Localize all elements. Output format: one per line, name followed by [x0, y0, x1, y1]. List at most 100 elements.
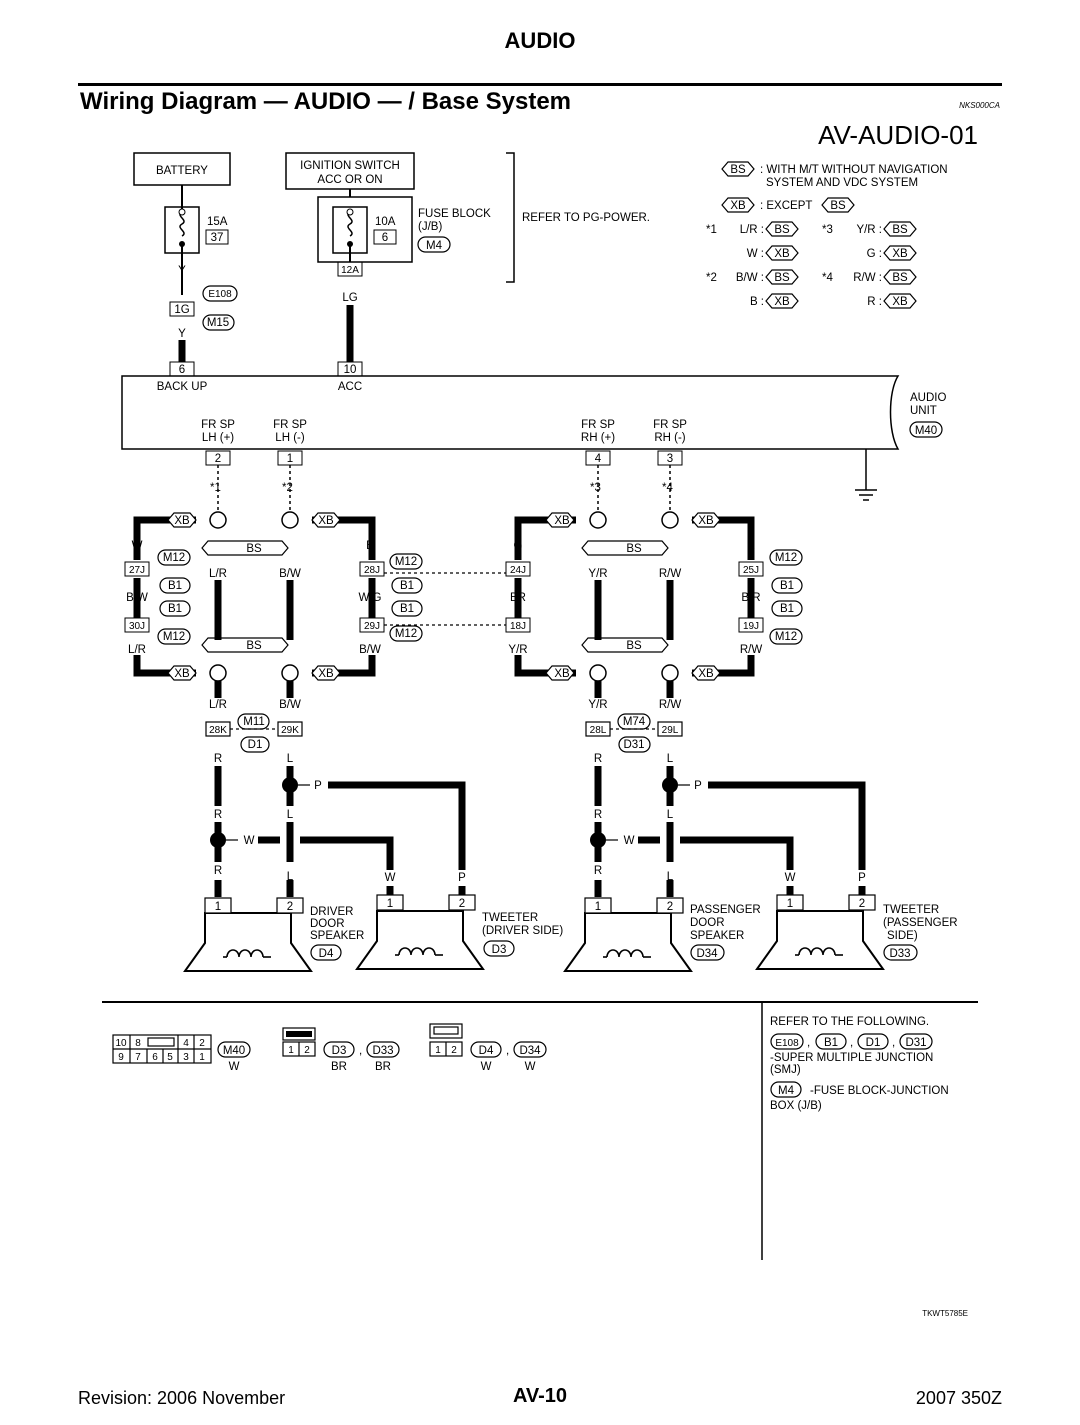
fuse-6-number: 6 — [382, 232, 388, 244]
m40-pin-5: 5 — [167, 1052, 173, 1063]
bs-tag-l1: BS — [246, 543, 262, 555]
m12-tag-l1: M12 — [163, 552, 185, 564]
fr-sp-rh-plus-2: RH (+) — [581, 432, 615, 444]
legend-except: : EXCEPT — [760, 200, 812, 212]
d4-comma: , — [506, 1045, 509, 1057]
xb-tag-l2: XB — [318, 515, 334, 527]
legend-n4: *4 — [822, 272, 833, 284]
m40-connector-face — [112, 1034, 212, 1064]
legend-n3-bs: BS — [892, 224, 908, 236]
header-rule — [78, 83, 1002, 86]
refer-m4: M4 — [778, 1085, 795, 1097]
d1-tag: D1 — [248, 739, 263, 751]
wire-lr-l2: L/R — [128, 644, 146, 656]
pin-1: 1 — [287, 453, 293, 465]
legend-except-bs: BS — [830, 200, 846, 212]
conn-29k: 29K — [281, 725, 299, 736]
driver-door-speaker-icon — [184, 912, 312, 972]
wire-r-r3: R — [594, 865, 602, 877]
refer-smj-1: -SUPER MULTIPLE JUNCTION — [770, 1052, 933, 1064]
legend-n4-b: R : — [867, 296, 882, 308]
wire-b-r: B/R — [741, 592, 760, 604]
m15-tag: M15 — [207, 317, 229, 329]
wire-p-r2: P — [858, 872, 866, 884]
d4-conn-tag: D4 — [479, 1045, 494, 1057]
option-legend: BS : WITH M/T WITHOUT NAVIGATION SYSTEM … — [706, 161, 948, 309]
spk-d34-pin1: 1 — [595, 901, 601, 913]
b1-tag-r1: B1 — [780, 580, 794, 592]
battery-label: BATTERY — [156, 165, 208, 177]
ignition-label-2: ACC OR ON — [317, 174, 382, 186]
wire-r: R — [747, 540, 755, 552]
refer-d31: D31 — [905, 1037, 926, 1049]
tweeter-passenger-label-2: (PASSENGER — [883, 917, 958, 929]
refer-comma-1: , — [807, 1037, 810, 1049]
m40-pin-2: 2 — [199, 1038, 205, 1049]
refer-b1: B1 — [824, 1037, 838, 1049]
wire-yr-r1: Y/R — [588, 568, 607, 580]
wire-b: B — [366, 540, 374, 552]
conn-29j: 29J — [364, 621, 380, 632]
legend-bs-tag: BS — [730, 164, 746, 176]
option-star-1: *1 — [210, 482, 221, 494]
d34-color: W — [525, 1061, 536, 1073]
xb-tag-r1: XB — [554, 515, 570, 527]
xb-tag-l4: XB — [318, 668, 334, 680]
m40-pin-4: 4 — [183, 1038, 189, 1049]
audio-unit-label-2: UNIT — [910, 405, 937, 417]
spk-d4-pin1: 1 — [215, 901, 221, 913]
refer-following: REFER TO THE FOLLOWING. — [770, 1016, 929, 1028]
fr-sp-lh-plus-1: FR SP — [201, 419, 235, 431]
wire-w-l1: W — [244, 835, 255, 847]
fr-sp-lh-plus-2: LH (+) — [202, 432, 234, 444]
b1-tag-l2: B1 — [168, 603, 182, 615]
spk-d4-pin2: 2 — [287, 901, 293, 913]
driver-label-3: SPEAKER — [310, 930, 364, 942]
d3-color: BR — [331, 1061, 347, 1073]
conn-24j: 24J — [510, 565, 526, 576]
wire-l-r2: L — [667, 809, 674, 821]
wire-l-l3: L — [287, 871, 294, 883]
wire-bw-l4: B/W — [279, 699, 301, 711]
backup-label: BACK UP — [157, 381, 208, 393]
legend-n2: *2 — [706, 272, 717, 284]
spk-d33-pin2: 2 — [859, 898, 865, 910]
wire-bw-l1: B/W — [279, 568, 301, 580]
wire-lr-l3: L/R — [209, 699, 227, 711]
wire-rw-r3: R/W — [659, 699, 682, 711]
refer-jb-2: BOX (J/B) — [770, 1100, 822, 1112]
section-header: AUDIO — [504, 28, 576, 53]
wire-yr-r3: Y/R — [588, 699, 607, 711]
conn-18j: 18J — [510, 621, 526, 632]
b1-tag-r2: B1 — [780, 603, 794, 615]
legend-n3-a: Y/R : — [856, 224, 882, 236]
d4-d34-connector-face — [429, 1023, 463, 1057]
d3-pin-1: 1 — [288, 1045, 294, 1056]
audio-unit-box — [121, 375, 900, 450]
d31-tag: D31 — [623, 739, 644, 751]
m12-tag-r2: M12 — [775, 631, 797, 643]
legend-n1: *1 — [706, 224, 717, 236]
m12-tag-l2: M12 — [163, 631, 185, 643]
spk-d3-pin2: 2 — [459, 898, 465, 910]
m4-tag: M4 — [426, 240, 443, 252]
xb-tag-r4: XB — [698, 668, 714, 680]
b1-tag-l1: B1 — [168, 580, 182, 592]
footer-page: AV-10 — [512, 1385, 568, 1407]
d34-conn-tag: D34 — [519, 1045, 541, 1057]
conn-30j: 30J — [129, 621, 145, 632]
fuse-37-number: 37 — [211, 232, 224, 244]
fr-sp-rh-plus-1: FR SP — [581, 419, 615, 431]
d4-pin-1: 1 — [435, 1045, 441, 1056]
legend-n1-a: L/R : — [740, 224, 764, 236]
diagram-code: AV-AUDIO-01 — [818, 120, 978, 150]
legend-n1-xb: XB — [774, 248, 790, 260]
d4-tag: D4 — [319, 948, 334, 960]
d3-tag: D3 — [492, 944, 507, 956]
m40-pin-1: 1 — [199, 1052, 205, 1063]
m40-pin-3: 3 — [183, 1052, 189, 1063]
wire-p-l2: P — [458, 872, 466, 884]
refer-e108: E108 — [775, 1038, 799, 1049]
wire-w-r2: W — [785, 872, 796, 884]
legend-n3-b: G : — [867, 248, 882, 260]
